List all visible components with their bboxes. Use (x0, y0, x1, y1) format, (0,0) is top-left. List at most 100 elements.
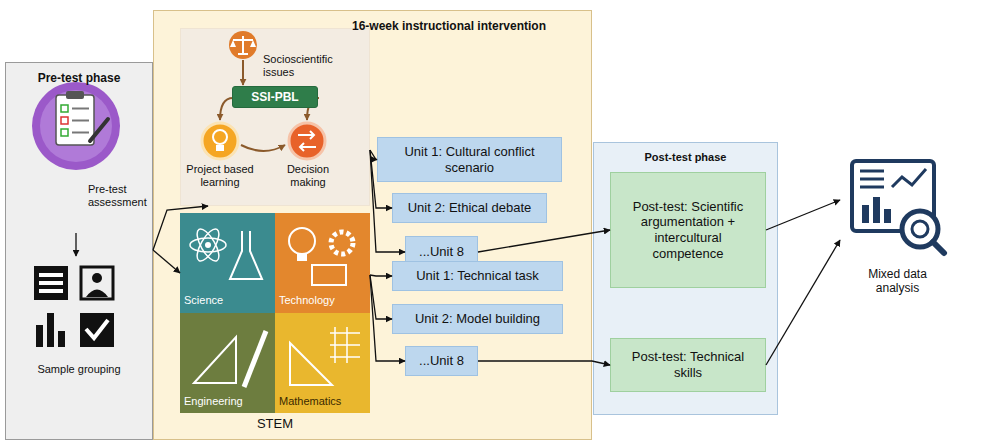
box-label: Post-test: Scientific argumentation + in… (631, 199, 745, 261)
mathematics-quadrant (275, 313, 370, 413)
box-label: SSI-PBL (251, 90, 298, 104)
assessment-icon (40, 90, 112, 162)
pen-icon (90, 119, 108, 141)
heading-label: Science (184, 294, 272, 307)
set-square-icon (194, 337, 236, 383)
caption-label: Decision making (273, 163, 343, 189)
clipboard-icon (56, 95, 94, 145)
heading-label: Mixed data analysis (850, 267, 945, 296)
bulb-icon (297, 254, 307, 261)
caption-label: Project based learning (181, 163, 259, 189)
caption-label: Mathematics (279, 395, 367, 408)
chart-bar (862, 205, 869, 223)
bulb-icon (289, 228, 315, 254)
box-label: Unit 1: Cultural conflict scenario (386, 144, 553, 175)
flow-arrow (241, 145, 285, 151)
pencil-icon (244, 331, 266, 387)
atom-icon (193, 226, 223, 264)
grid-line (330, 344, 360, 346)
heading-label: Pre-test phase (6, 71, 152, 85)
line-chart (892, 169, 926, 187)
chart-bar (58, 331, 65, 347)
list-line (860, 170, 884, 173)
science-quadrant (180, 213, 275, 313)
check-icon (86, 320, 108, 338)
list-line (72, 108, 89, 110)
grid-line (346, 327, 348, 363)
decision-icon (289, 123, 325, 159)
list-line (860, 178, 884, 181)
decision-icon (298, 131, 316, 151)
ssi-pbl-cluster: Socioscientific issuesProject based lear… (180, 28, 370, 206)
atom-icon (190, 238, 226, 252)
technology-quadrant (275, 213, 370, 313)
magnifier-icon (912, 221, 928, 237)
list-line (72, 132, 89, 134)
magnifier-icon (933, 242, 944, 253)
list-icon (34, 266, 68, 300)
method-box: SSI-PBL (232, 86, 318, 108)
grid-line (334, 327, 336, 363)
bulb-icon (202, 123, 238, 159)
magnifier-icon (902, 211, 938, 247)
post-test-box: Post-test: Technical skills (610, 338, 766, 392)
unit-box: Unit 2: Model building (392, 304, 563, 334)
box-label: Unit 2: Model building (415, 311, 540, 327)
balance-icon (229, 31, 257, 59)
stem-quadrant: Science TechnologyEngineering MathematicsS… (180, 213, 370, 435)
grid-line (330, 332, 360, 334)
atom-icon (205, 242, 211, 248)
list-line (72, 120, 89, 122)
balance-icon (238, 53, 248, 55)
triangle-icon (290, 343, 332, 385)
unit-box: Unit 1: Cultural conflict scenario (377, 137, 562, 182)
person-icon (86, 290, 108, 298)
bulb-icon (213, 130, 227, 144)
box-label: ...Unit 8 (419, 353, 464, 369)
chart-bar (36, 325, 43, 347)
person-icon (92, 273, 102, 283)
balance-icon (233, 39, 253, 41)
atom-icon (193, 226, 223, 264)
flow-arrow (242, 60, 244, 85)
unit-box: Unit 1: Technical task (392, 261, 563, 291)
caption-label: Technology (279, 294, 367, 307)
caption-label: Engineering (184, 395, 272, 408)
engineering-quadrant (180, 313, 275, 413)
assessment-icon (32, 82, 120, 170)
list-line (39, 281, 63, 285)
heading-label: Socioscientific issues (263, 53, 363, 79)
post-test-box: Post-test: Scientific argumentation + in… (610, 172, 766, 288)
person-icon (81, 267, 113, 299)
box-label: Unit 1: Technical task (416, 268, 539, 284)
grid-line (330, 356, 360, 358)
phase-panel: Pre-test phasePre-test assessmentSample … (5, 62, 153, 440)
box-label: Post-test: Technical skills (625, 349, 751, 380)
monitor-icon (852, 161, 934, 231)
phase-panel: Post-test phasePost-test: Scientific arg… (593, 142, 778, 415)
analysis-node: Mixed data analysis (840, 155, 955, 300)
heading-label: 16-week instructional intervention (314, 19, 584, 33)
clipboard-clip (66, 91, 84, 99)
box-label: Unit 2: Ethical debate (408, 200, 532, 216)
checkbox-mark (61, 129, 68, 136)
chart-bar (47, 313, 54, 347)
monitor-icon (312, 265, 346, 285)
heading-label: Post-test phase (594, 151, 777, 164)
balance-icon (230, 40, 256, 47)
flow-arrow (75, 233, 76, 256)
caption-label: STEM (180, 416, 370, 432)
gear-icon (331, 232, 353, 254)
checkbox-mark (61, 117, 68, 124)
unit-box: Unit 2: Ethical debate (392, 193, 547, 223)
chart-bar (873, 197, 880, 223)
caption-label: Sample grouping (20, 363, 138, 376)
list-line (39, 289, 63, 293)
unit-box: ...Unit 8 (405, 346, 478, 376)
caption-label: Pre-test assessment (88, 183, 152, 209)
chart-bar (884, 209, 891, 223)
balance-icon (242, 36, 244, 54)
checkbox-mark (61, 105, 68, 112)
box-label: ...Unit 8 (419, 244, 464, 260)
